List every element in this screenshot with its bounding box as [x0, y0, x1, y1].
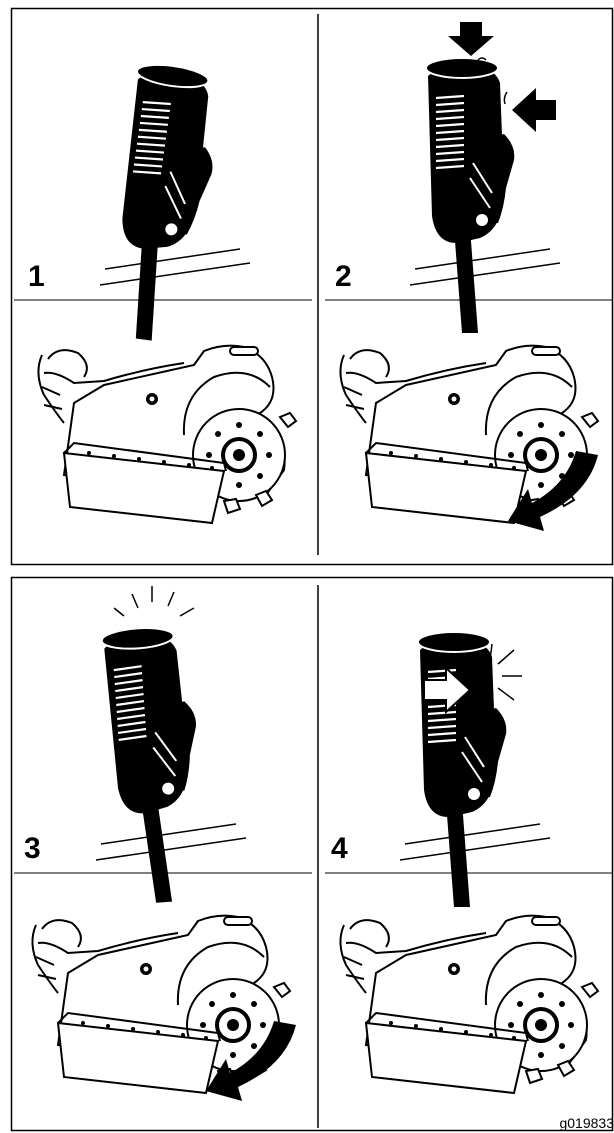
step-number-1: 1: [28, 262, 45, 292]
ground-lines: [96, 824, 246, 860]
panel-3: [32, 586, 296, 1101]
reel-assembly-icon: [340, 916, 598, 1093]
lever-handle-icon: [418, 632, 506, 907]
press-arrow-icon: [448, 22, 494, 56]
lever-handle-icon: [101, 625, 208, 905]
step-number-4: 4: [331, 834, 348, 864]
panel-1: [38, 61, 296, 523]
ground-lines: [100, 249, 250, 285]
step-number-3: 3: [24, 834, 41, 864]
click-sound-lines-icon: [490, 644, 522, 700]
step-number-2: 2: [335, 262, 352, 292]
ground-lines: [410, 249, 560, 285]
lever-handle-icon: [426, 58, 514, 333]
panel-2: [340, 22, 598, 531]
figure-code: g019833: [559, 1115, 614, 1131]
panel-4: [340, 632, 598, 1093]
ground-lines: [400, 824, 550, 860]
reel-assembly-icon: [38, 346, 296, 523]
press-arrow-icon: [512, 88, 556, 132]
lever-handle-icon: [100, 61, 226, 346]
click-sound-lines-icon: [114, 586, 194, 616]
